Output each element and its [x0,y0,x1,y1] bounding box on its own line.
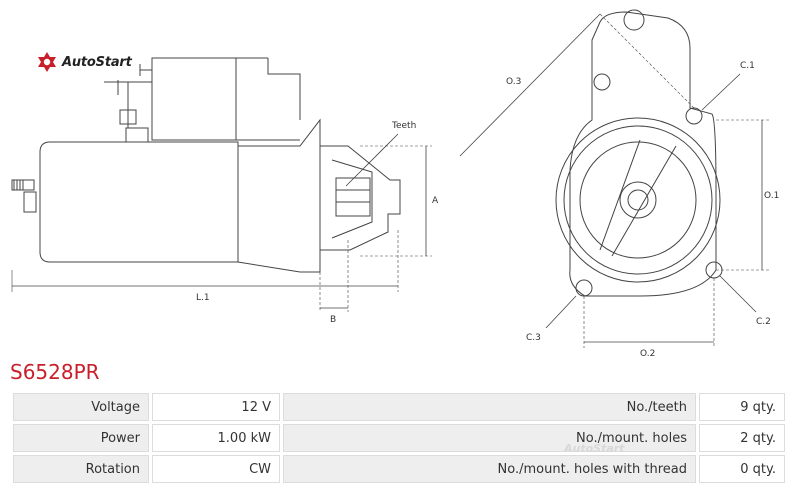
table-row: Voltage 12 V No./teeth 9 qty. [13,393,785,421]
part-number: S6528PR [10,360,100,384]
label-teeth: Teeth [391,121,416,131]
spec-value: 12 V [152,393,280,421]
label-c3: C.3 [526,333,541,343]
spec-value: 9 qty. [699,393,785,421]
label-o3: O.3 [506,77,521,87]
label-l1: L.1 [196,293,210,303]
front-view [459,9,770,348]
side-view [11,57,432,312]
brand-name: AutoStart [62,54,132,70]
spec-label: Power [13,424,149,452]
label-o2: O.2 [640,349,655,359]
spec-label: No./mount. holes [283,424,696,452]
spec-value: 1.00 kW [152,424,280,452]
spec-value: CW [152,455,280,483]
spec-label: No./mount. holes with thread [283,455,696,483]
spec-value: 0 qty. [699,455,785,483]
label-b: B [330,315,336,325]
autostart-logo-icon [38,52,56,72]
technical-drawing: Teeth A B L.1 O.1 O.2 O.3 C.1 C.2 C.3 [11,9,779,359]
spec-label: No./teeth [283,393,696,421]
spec-label: Voltage [13,393,149,421]
specs-table: Voltage 12 V No./teeth 9 qty. Power 1.00… [10,390,788,486]
spec-value: 2 qty. [699,424,785,452]
spec-label: Rotation [13,455,149,483]
label-c1: C.1 [740,61,755,71]
table-row: Power 1.00 kW No./mount. holes 2 qty. [13,424,785,452]
table-row: Rotation CW No./mount. holes with thread… [13,455,785,483]
brand-logo: AutoStart [36,50,132,74]
label-o1: O.1 [764,191,779,201]
label-c2: C.2 [756,317,771,327]
label-a: A [432,196,439,206]
